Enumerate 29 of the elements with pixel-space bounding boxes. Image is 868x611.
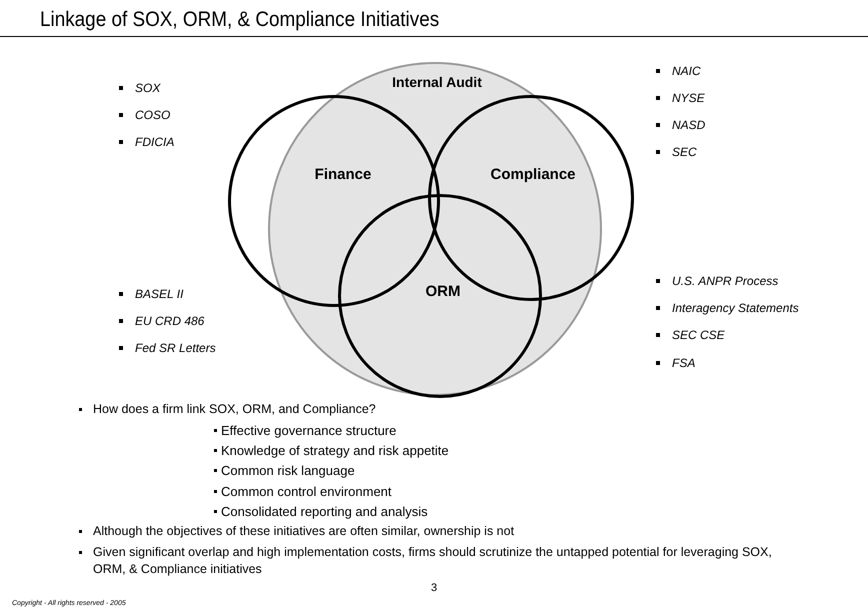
circle-label: Compliance [490,166,576,183]
list-item: U.S. ANPR Process [672,274,778,288]
sub-bullet-text: Common risk language [221,462,355,479]
bullet-text: How does a firm link SOX, ORM, and Compliance? [93,401,377,418]
bullet-text: Given significant overlap and high implementation costs, firms should scrutinize the untapped potential for leveraging SOX, ORM, & Compliance initiatives [93,544,773,578]
sub-bullet-text: Common control environment [221,483,392,500]
list-item: NAIC [672,64,701,78]
sub-bullet-text: Effective governance structure [221,422,396,439]
list-item: SEC [672,145,697,159]
sub-bullet-text: Consolidated reporting and analysis [221,503,428,520]
circle-label: ORM [426,283,460,300]
list-item: FSA [672,356,696,370]
title: Linkage of SOX, ORM, & Compliance Initiatives [40,8,440,32]
list-item: NYSE [672,91,705,105]
list-item: Interagency Statements [672,301,799,315]
list-item: BASEL II [135,287,184,301]
list-item: EU CRD 486 [135,314,204,328]
page-number: 3 [431,581,438,595]
list-item: COSO [135,108,170,122]
bullet-text: Although the objectives of these initiatives are often similar, ownership is not [93,523,516,540]
list-item: Fed SR Letters [135,341,216,355]
circle [428,95,634,301]
circle-label: Finance [314,166,372,183]
list-item: NASD [672,118,706,132]
list-item: SEC CSE [672,328,725,342]
list-item: FDICIA [135,135,174,149]
sub-bullet-text: Knowledge of strategy and risk appetite [221,442,449,459]
list-item: SOX [135,81,160,95]
circle-label: Internal Audit [392,74,482,90]
